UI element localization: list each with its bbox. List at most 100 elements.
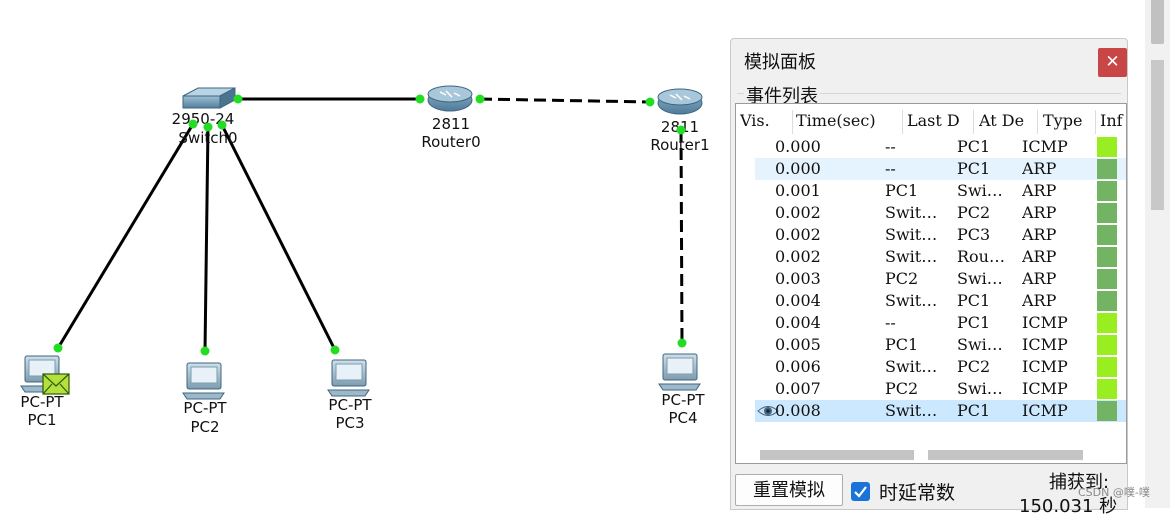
link-switch0-pc3[interactable]	[220, 124, 337, 351]
column-header-info[interactable]: Inf	[1100, 111, 1123, 130]
pc4-model: PC-PT	[661, 391, 705, 409]
router1-name: Router1	[650, 136, 709, 154]
vertical-scrollbar-segment[interactable]	[1151, 60, 1164, 210]
port-up-dot	[475, 94, 485, 104]
event-at-device: PC2	[957, 357, 991, 376]
reset-simulation-button[interactable]: 重置模拟	[735, 474, 843, 506]
eye-icon[interactable]	[757, 404, 779, 418]
event-info-color[interactable]	[1097, 401, 1117, 421]
column-header-type[interactable]: Type	[1043, 111, 1083, 130]
event-last-device: Swit…	[885, 357, 938, 376]
event-time: 0.005	[775, 335, 821, 354]
pc1-name: PC1	[27, 411, 56, 429]
router1-device[interactable]: 2811 Router1	[650, 88, 710, 154]
port-up-dot	[188, 119, 198, 129]
event-at-device: Swi…	[957, 269, 1003, 288]
pc4-device[interactable]: PC-PT PC4	[658, 353, 705, 427]
pc1-device[interactable]: PC-PT PC1	[20, 355, 70, 429]
pc2-name: PC2	[190, 418, 219, 436]
port-status-dots	[53, 94, 687, 356]
close-button[interactable]: ✕	[1098, 48, 1127, 77]
link-router1-pc4[interactable]	[679, 129, 684, 344]
event-last-device: PC2	[885, 379, 919, 398]
port-up-dot	[415, 94, 425, 104]
panel-footer: 重置模拟 时延常数 捕获到: 150.031 秒	[731, 464, 1127, 517]
pc3-device[interactable]: PC-PT PC3	[327, 359, 372, 432]
event-info-color[interactable]	[1097, 335, 1117, 355]
envelope-icon	[42, 373, 70, 395]
event-last-device: Swit…	[885, 247, 938, 266]
event-info-color[interactable]	[1097, 225, 1117, 245]
event-info-color[interactable]	[1097, 379, 1117, 399]
pc2-model: PC-PT	[183, 399, 227, 417]
port-up-dot	[676, 125, 686, 135]
switch0-device[interactable]: 2950-24 Switch0	[172, 87, 238, 147]
captured-to-label: 捕获到:	[1049, 472, 1110, 493]
event-time: 0.000	[775, 137, 821, 156]
event-info-color[interactable]	[1097, 137, 1117, 157]
event-last-device: Swit…	[885, 203, 938, 222]
event-info-color[interactable]	[1097, 357, 1117, 377]
event-type: ARP	[1022, 203, 1057, 222]
port-up-dot	[233, 94, 243, 104]
event-time: 0.001	[775, 181, 821, 200]
event-time: 0.002	[775, 203, 821, 222]
event-info-color[interactable]	[1097, 313, 1117, 333]
event-type: ARP	[1022, 159, 1057, 178]
constant-delay-label: 时延常数	[879, 482, 956, 504]
port-up-dot	[53, 343, 63, 353]
event-info-color[interactable]	[1097, 269, 1117, 289]
event-time: 0.000	[775, 159, 821, 178]
port-up-dot	[200, 346, 210, 356]
event-list-table[interactable]: Vis. Time(sec) Last D At De Type Inf 0.0…	[735, 103, 1127, 464]
constant-delay-checkbox[interactable]	[851, 482, 870, 501]
event-at-device: Rou…	[957, 247, 1005, 266]
link-router0-router1[interactable]	[479, 97, 651, 104]
event-type: ICMP	[1022, 401, 1068, 420]
link-switch0-pc1[interactable]	[56, 123, 195, 349]
event-info-color[interactable]	[1097, 247, 1117, 267]
event-at-device: PC1	[957, 291, 991, 310]
event-at-device: PC1	[957, 401, 991, 420]
horizontal-scrollbar-right[interactable]	[928, 450, 1083, 460]
pc2-device[interactable]: PC-PT PC2	[182, 362, 227, 436]
column-header-at-device[interactable]: At De	[979, 111, 1025, 130]
event-info-color[interactable]	[1097, 181, 1117, 201]
horizontal-scrollbar-left[interactable]	[760, 450, 914, 460]
event-type: ICMP	[1022, 379, 1068, 398]
event-time: 0.006	[775, 357, 821, 376]
port-up-dot	[645, 97, 655, 107]
column-header-time[interactable]: Time(sec)	[796, 111, 876, 130]
pc4-name: PC4	[668, 409, 697, 427]
event-at-device: Swi…	[957, 181, 1003, 200]
event-last-device: --	[885, 137, 896, 156]
column-header-vis[interactable]: Vis.	[740, 111, 770, 130]
event-info-color[interactable]	[1097, 159, 1117, 179]
event-last-device: Swit…	[885, 291, 938, 310]
event-type: ARP	[1022, 291, 1057, 310]
event-info-color[interactable]	[1097, 203, 1117, 223]
event-info-color[interactable]	[1097, 291, 1117, 311]
link-switch0-pc2[interactable]	[203, 125, 210, 352]
router0-device[interactable]: 2811 Router0	[421, 85, 481, 151]
port-up-dot	[217, 120, 227, 130]
network-topology-canvas[interactable]: 2950-24 Switch0 2811 Router0 2811 Router…	[0, 0, 730, 508]
event-at-device: Swi…	[957, 379, 1003, 398]
column-header-last-device[interactable]: Last D	[907, 111, 960, 130]
event-type: ARP	[1022, 225, 1057, 244]
vertical-scrollbar-thumb[interactable]	[1151, 0, 1164, 44]
event-time: 0.004	[775, 313, 821, 332]
